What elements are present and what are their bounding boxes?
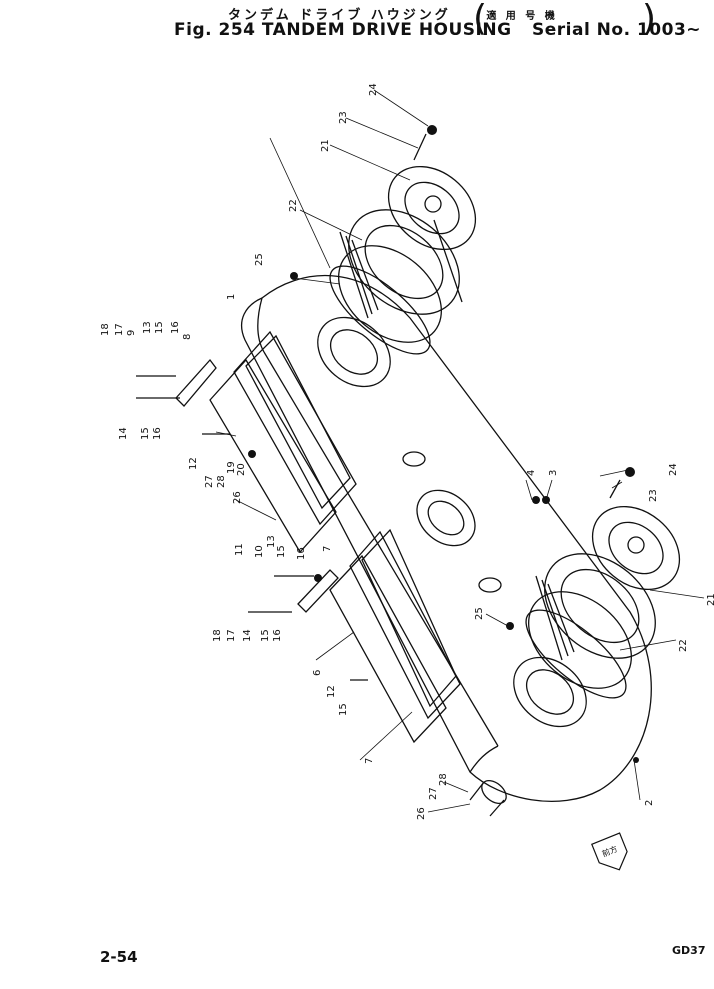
callout-16-c: 16 <box>296 547 307 560</box>
callout-11: 11 <box>234 543 245 556</box>
forward-arrow-icon: 前方 <box>590 832 628 871</box>
drawing-code: GD37 <box>672 944 706 957</box>
bolt-hardware <box>136 133 621 681</box>
callout-15-e: 15 <box>338 703 349 716</box>
paren-close: ) <box>642 0 657 39</box>
callout-24-upper: 24 <box>368 83 379 96</box>
callout-13-lower: 13 <box>266 535 277 548</box>
callout-3: 3 <box>548 470 559 476</box>
callout-18-upper: 18 <box>100 323 111 336</box>
breather-plug-lower <box>478 577 502 593</box>
callout-15-b: 15 <box>140 427 151 440</box>
callout-20: 20 <box>236 463 247 476</box>
callout-15-d: 15 <box>260 629 271 642</box>
callout-22-upper: 22 <box>288 199 299 212</box>
callout-16-b: 16 <box>152 427 163 440</box>
callout-26-upper: 26 <box>232 491 243 504</box>
callout-12-upper: 12 <box>188 457 199 470</box>
callout-labels: 1 2 3 4 6 7 7 8 9 10 11 12 12 13 13 14 1… <box>100 83 714 820</box>
callout-17-upper: 17 <box>114 323 125 336</box>
callout-4: 4 <box>526 470 537 476</box>
callout-15-a: 15 <box>154 321 165 334</box>
callout-28-upper: 28 <box>216 475 227 488</box>
callout-24-lower: 24 <box>668 463 679 476</box>
callout-21-upper: 21 <box>320 139 331 152</box>
callout-28-lower: 28 <box>438 773 449 786</box>
title-english: Fig. 254 TANDEM DRIVE HOUSING Serial No.… <box>174 20 701 40</box>
callout-27-upper: 27 <box>204 475 215 488</box>
callout-6: 6 <box>312 670 323 676</box>
callout-14-lower: 14 <box>242 629 253 642</box>
callout-2: 2 <box>644 800 655 806</box>
callout-1: 1 <box>226 294 237 300</box>
callout-25-upper: 25 <box>254 253 265 266</box>
housing-port-center <box>416 489 476 547</box>
callout-25-lower: 25 <box>474 607 485 620</box>
housing-port-upper <box>317 316 391 388</box>
callout-7-upper: 7 <box>322 546 333 552</box>
fasteners <box>248 125 639 763</box>
output-yoke <box>469 780 507 817</box>
callout-27-lower: 27 <box>428 787 439 800</box>
upper-cover-plate <box>209 330 357 554</box>
callout-7-lower: 7 <box>364 758 375 764</box>
serial-en-text: Serial No. 1003~ <box>531 20 702 40</box>
callout-8: 8 <box>182 334 193 340</box>
serial-jp-text: 適 用 号 機 <box>486 11 558 22</box>
title-jp-text: タンデム ドライブ ハウジング <box>228 8 451 23</box>
housing-body <box>240 274 652 802</box>
callout-15-c: 15 <box>276 545 287 558</box>
housing-port-lower <box>513 656 587 728</box>
paren-open: ( <box>473 0 488 39</box>
upper-hub-assembly <box>329 165 477 355</box>
page-number: 2-54 <box>100 948 138 966</box>
callout-12-lower: 12 <box>326 685 337 698</box>
callout-14-upper: 14 <box>118 427 129 440</box>
forward-arrow-label: 前方 <box>600 843 619 858</box>
upper-bracket <box>175 358 217 407</box>
callout-18-lower: 18 <box>212 629 223 642</box>
leader-lines <box>215 89 705 813</box>
callout-21-lower: 21 <box>706 593 714 606</box>
callout-23-upper: 23 <box>338 111 349 124</box>
callout-13-upper: 13 <box>142 321 153 334</box>
lower-cover-plate <box>329 528 461 744</box>
callout-17-lower: 17 <box>226 629 237 642</box>
callout-16-a: 16 <box>170 321 181 334</box>
callout-16-d: 16 <box>272 629 283 642</box>
callout-23-lower: 23 <box>648 489 659 502</box>
callout-9: 9 <box>126 330 137 336</box>
callout-22-lower: 22 <box>678 639 689 652</box>
breather-plug-upper <box>402 451 426 467</box>
callout-19: 19 <box>226 461 237 474</box>
title-en-text: Fig. 254 TANDEM DRIVE HOUSING <box>174 20 512 40</box>
callout-26-lower: 26 <box>416 807 427 820</box>
callout-10: 10 <box>254 545 265 558</box>
lower-hub-assembly <box>525 505 681 699</box>
title-japanese: タンデム ドライブ ハウジング 適 用 号 機 <box>228 4 558 23</box>
